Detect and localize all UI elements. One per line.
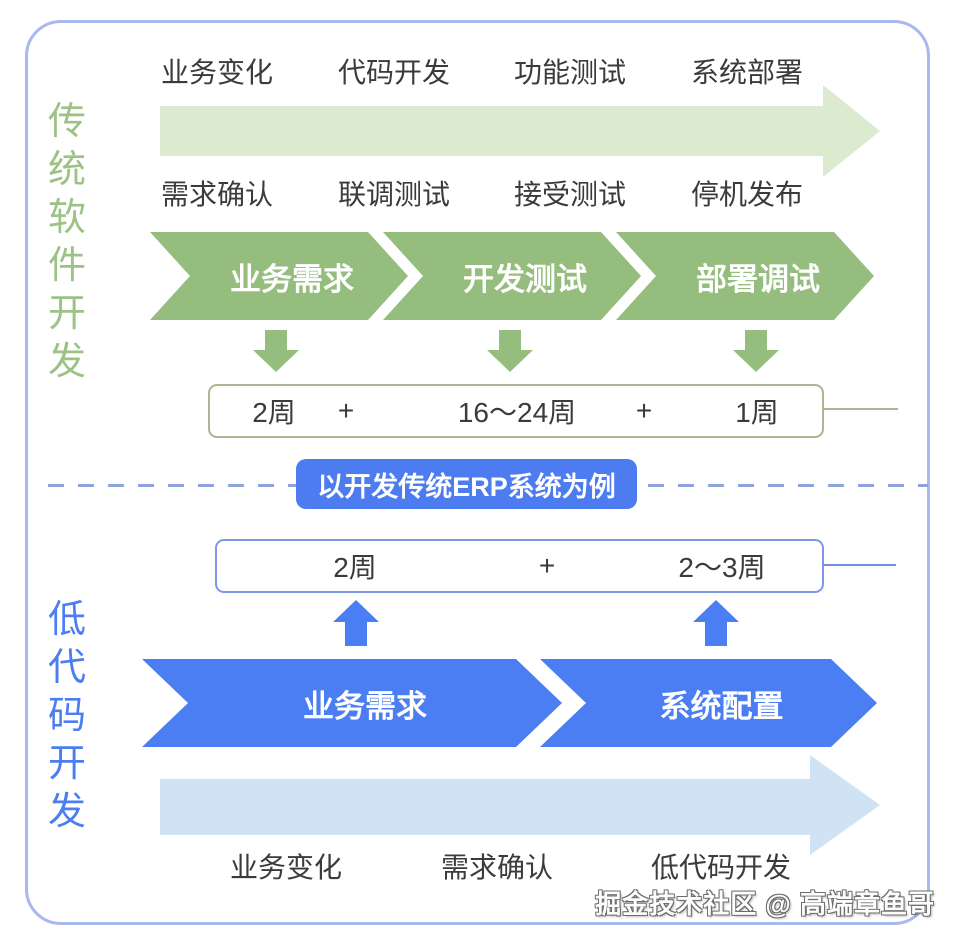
duration-connector-line xyxy=(822,564,896,566)
lowcode-phase-chevron: 业务需求 xyxy=(142,659,562,747)
duration-value: 2周 xyxy=(333,552,377,583)
plus-sign: + xyxy=(337,395,355,426)
traditional-duration-box: 2周 + 16～24周 + 1周 xyxy=(208,384,824,438)
traditional-mid-label: 停机发布 xyxy=(690,179,804,210)
traditional-side-title: 传统软件开发 xyxy=(47,101,86,383)
traditional-mid-label: 联调测试 xyxy=(337,179,451,210)
plus-sign: + xyxy=(538,550,556,581)
example-callout: 以开发传统ERP系统为例 xyxy=(296,459,637,509)
phase-label: 业务需求 xyxy=(303,688,427,724)
traditional-top-label: 业务变化 xyxy=(160,57,274,88)
traditional-top-label: 代码开发 xyxy=(337,57,451,88)
outer-frame xyxy=(25,20,930,925)
traditional-mid-label: 接受测试 xyxy=(513,179,627,210)
phase-label: 业务需求 xyxy=(230,261,354,297)
traditional-phase-chevron: 部署调试 xyxy=(616,232,874,320)
lowcode-phase-chevron: 系统配置 xyxy=(540,659,877,747)
traditional-top-label: 系统部署 xyxy=(690,57,804,88)
lowcode-bottom-label: 需求确认 xyxy=(440,852,554,883)
traditional-top-label: 功能测试 xyxy=(513,57,627,88)
plus-sign: + xyxy=(635,395,653,426)
duration-connector-line xyxy=(822,408,898,410)
example-callout-label: 以开发传统ERP系统为例 xyxy=(317,471,616,502)
traditional-phase-chevron: 开发测试 xyxy=(383,232,641,320)
traditional-phase-chevron: 业务需求 xyxy=(150,232,408,320)
lowcode-duration-box: 2周 + 2～3周 xyxy=(215,539,824,593)
lowcode-bottom-label: 业务变化 xyxy=(229,852,343,883)
lowcode-side-title: 低代码开发 xyxy=(47,599,86,833)
phase-label: 系统配置 xyxy=(659,688,784,724)
phase-label: 部署调试 xyxy=(696,261,820,297)
watermark: 掘金技术社区 @ 高端章鱼哥 xyxy=(595,889,935,919)
duration-value: 1周 xyxy=(735,397,779,428)
duration-value: 2周 xyxy=(252,397,296,428)
lowcode-bottom-label: 低代码开发 xyxy=(650,852,792,883)
duration-value: 16～24周 xyxy=(457,397,577,428)
duration-value: 2～3周 xyxy=(678,552,766,583)
phase-label: 开发测试 xyxy=(463,261,587,297)
traditional-mid-label: 需求确认 xyxy=(160,179,274,210)
